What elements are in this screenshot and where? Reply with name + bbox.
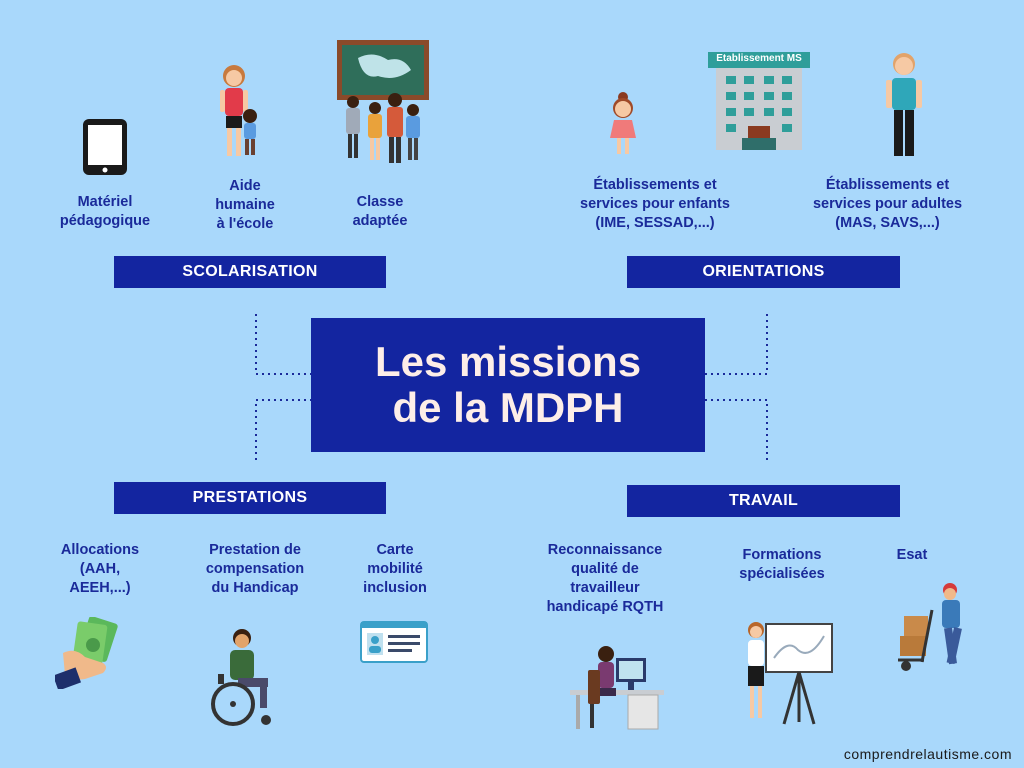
label-rqth: Reconnaissance qualité de travailleur ha… [546,542,664,615]
office-worker-icon [570,646,664,730]
section-prestations: PRESTATIONS [114,482,386,514]
label-etablissements-enfants: Établissements et services pour enfants … [580,177,730,231]
child-girl-icon [610,92,636,154]
section-orientations: ORIENTATIONS [627,256,900,288]
label-carte-mobilite: Carte mobilité inclusion [363,542,427,596]
label-materiel-pedagogique: Matériel pédagogique [59,194,151,229]
label-formations: Formations spécialisées [739,547,825,582]
classroom-icon [337,40,429,163]
adult-man-icon [886,53,922,156]
label-aide-humaine: Aide humaine à l'école [215,178,275,232]
site-credit: comprendrelautisme.com [843,746,1012,762]
trainer-presentation-icon [748,622,833,725]
delivery-worker-icon [898,583,962,671]
section-travail: TRAVAIL [627,485,900,517]
building-sign: Etablissement MS [716,53,802,64]
label-etablissements-adultes: Établissements et services pour adultes … [812,177,963,231]
id-card-icon [360,621,428,663]
label-pch: Prestation de compensation du Handicap [205,542,305,596]
main-title-line2: de la MDPH [392,384,624,431]
money-hand-icon [55,617,118,689]
section-scolarisation: SCOLARISATION [114,256,386,288]
main-title-line1: Les missions [374,338,642,385]
label-esat: Esat [896,547,928,563]
building-icon [708,52,810,150]
teacher-with-child-icon [220,65,257,156]
main-title-box: Les missions de la MDPH [311,318,705,452]
wheelchair-user-icon [211,629,271,726]
tablet-icon [83,119,127,175]
label-allocations: Allocations (AAH, AEEH,...) [60,542,140,596]
label-classe-adaptee: Classe adaptée [352,194,408,229]
